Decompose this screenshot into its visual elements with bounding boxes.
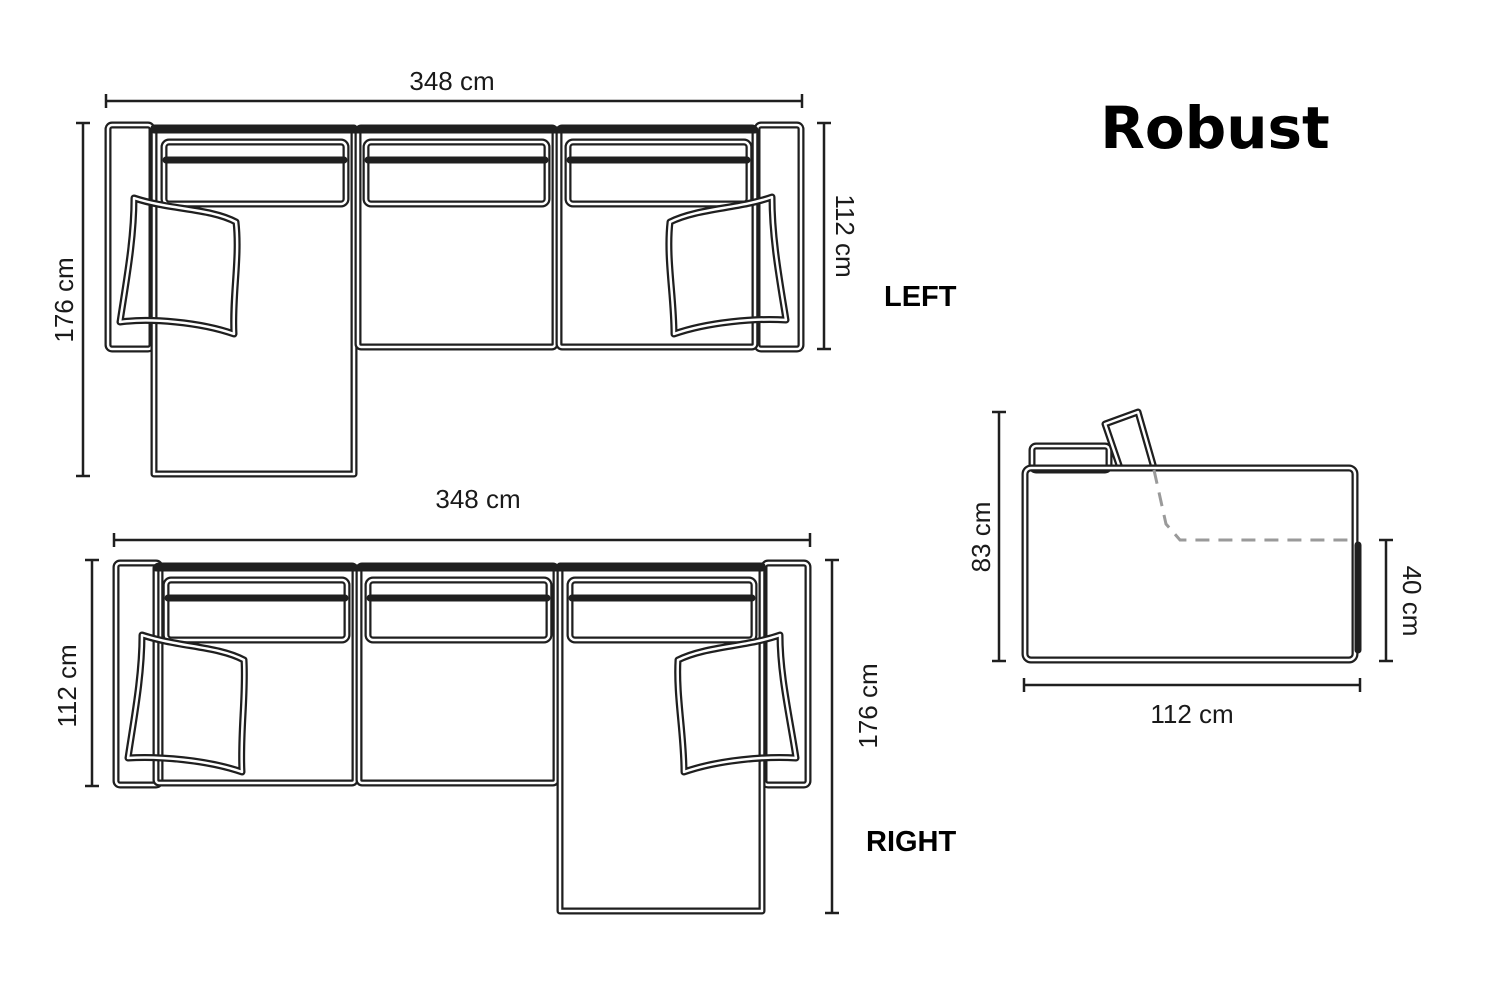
- left-seat-depth-dimension: 112 cm: [817, 121, 860, 351]
- left-width-label: 348 cm: [409, 66, 494, 96]
- right-variant-top-view: 348 cm 112 cm 176 cm: [52, 484, 957, 915]
- side-view: 83 cm 40 cm 112 cm: [966, 408, 1427, 729]
- right-seat-depth-label: 112 cm: [52, 644, 82, 727]
- left-sofa-body: [104, 121, 805, 478]
- right-variant-label: RIGHT: [866, 826, 957, 858]
- left-throw-pillows: [116, 193, 790, 338]
- right-back-cushions: [162, 576, 758, 644]
- side-seat-height-label: 40 cm: [1397, 566, 1427, 637]
- right-width-dimension: 348 cm: [112, 484, 812, 547]
- left-seat-depth-label: 112 cm: [830, 194, 860, 277]
- side-height-label: 83 cm: [966, 502, 996, 573]
- left-width-dimension: 348 cm: [104, 66, 804, 108]
- left-variant-top-view: 348 cm 176 cm 112 cm: [49, 66, 957, 478]
- left-back-cushions: [160, 138, 753, 208]
- side-height-dimension: 83 cm: [966, 410, 1006, 663]
- right-depth-label: 176 cm: [853, 663, 883, 748]
- left-depth-label: 176 cm: [49, 257, 79, 342]
- side-seat-height-dimension: 40 cm: [1379, 538, 1427, 663]
- side-depth-dimension: 112 cm: [1022, 678, 1362, 729]
- right-sofa-body: [112, 559, 812, 915]
- right-depth-dimension: 176 cm: [825, 558, 883, 915]
- side-profile: [1021, 408, 1362, 664]
- right-throw-pillows: [124, 631, 800, 776]
- product-title: Robust: [1100, 94, 1330, 162]
- side-depth-label: 112 cm: [1150, 699, 1233, 729]
- left-depth-dimension: 176 cm: [49, 121, 90, 478]
- right-seat-depth-dimension: 112 cm: [52, 558, 99, 788]
- left-variant-label: LEFT: [884, 281, 957, 313]
- right-width-label: 348 cm: [435, 484, 520, 514]
